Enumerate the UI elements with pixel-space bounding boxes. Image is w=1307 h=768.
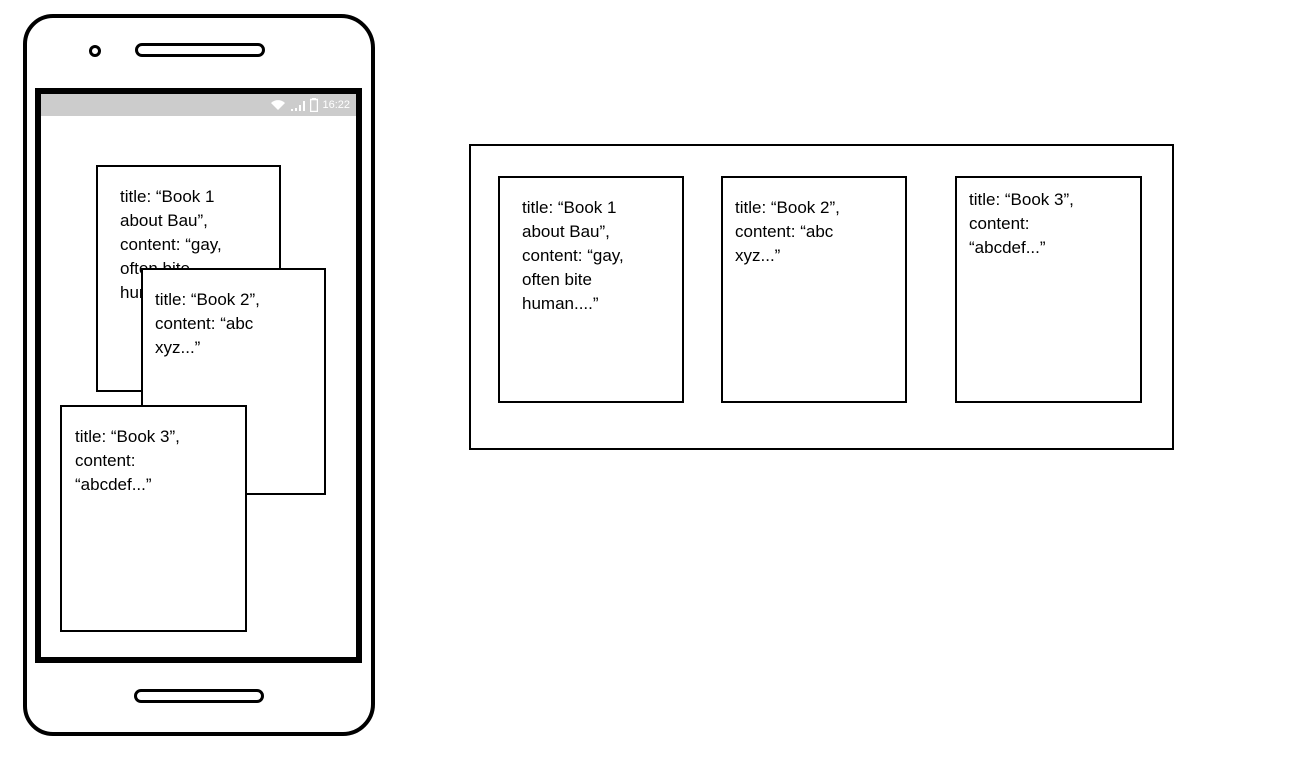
wide-book-card-1[interactable]: title: “Book 1 about Bau”, content: “gay… [498,176,684,403]
phone-book-card-3[interactable]: title: “Book 3”, content: “abcdef...” [60,405,247,632]
status-bar: 16:22 [41,94,356,116]
phone-camera-icon [89,45,101,57]
phone-home-button[interactable] [134,689,264,703]
wifi-icon [270,99,286,111]
battery-icon [310,98,319,112]
wide-book-card-2[interactable]: title: “Book 2”, content: “abc xyz...” [721,176,907,403]
status-time: 16:22 [322,99,350,111]
phone-speaker-icon [135,43,265,57]
wide-book-card-3[interactable]: title: “Book 3”, content: “abcdef...” [955,176,1142,403]
phone-screen: 16:22 title: “Book 1 about Bau”, content… [35,88,362,663]
signal-icon [290,99,306,111]
